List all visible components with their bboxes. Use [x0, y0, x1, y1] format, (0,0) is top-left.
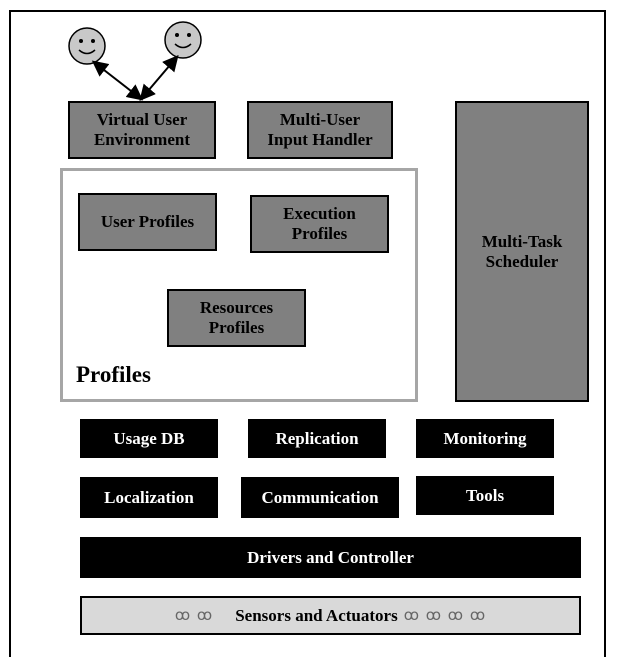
replication-box: Replication — [248, 419, 386, 458]
replication-label: Replication — [275, 428, 359, 448]
usage-db-box: Usage DB — [80, 419, 218, 458]
tools-label: Tools — [465, 485, 505, 505]
multi-user-input-handler-box: Multi-User Input Handler — [247, 101, 393, 159]
smiley-face-icon — [68, 27, 106, 65]
virtual-user-environment-label: Virtual User Environment — [93, 110, 191, 149]
monitoring-label: Monitoring — [443, 428, 527, 448]
communication-box: Communication — [241, 477, 399, 518]
resources-profiles-box: Resources Profiles — [167, 289, 306, 347]
diagram-frame — [9, 10, 606, 657]
localization-box: Localization — [80, 477, 218, 518]
tools-box: Tools — [416, 476, 554, 515]
user-profiles-label: User Profiles — [100, 212, 195, 232]
drivers-and-controller-box: Drivers and Controller — [80, 537, 581, 578]
multi-user-input-handler-label: Multi-User Input Handler — [267, 110, 373, 149]
multi-task-scheduler-box: Multi-Task Scheduler — [455, 101, 589, 402]
sensors-and-actuators-box: ꝏ ꝏ Sensors and Actuators ꝏ ꝏ ꝏ ꝏ — [80, 596, 581, 635]
execution-profiles-box: Execution Profiles — [250, 195, 389, 253]
communication-label: Communication — [261, 487, 379, 507]
drivers-and-controller-label: Drivers and Controller — [247, 547, 414, 567]
usage-db-label: Usage DB — [113, 428, 185, 448]
resources-profiles-label: Resources Profiles — [199, 298, 274, 337]
user-arrow — [91, 60, 144, 101]
localization-label: Localization — [104, 487, 194, 507]
user-arrow — [139, 54, 179, 102]
profiles-group-label: Profiles — [76, 362, 151, 387]
monitoring-box: Monitoring — [416, 419, 554, 458]
smiley-face-icon — [164, 21, 202, 59]
execution-profiles-label: Execution Profiles — [283, 204, 356, 243]
users-graphic — [68, 21, 202, 102]
sensors-and-actuators-label: Sensors and Actuators — [235, 605, 398, 625]
sensor-link-icon: ꝏ ꝏ — [174, 605, 214, 624]
user-profiles-box: User Profiles — [78, 193, 217, 251]
multi-task-scheduler-label: Multi-Task Scheduler — [481, 231, 563, 271]
sensor-link-icon: ꝏ ꝏ ꝏ ꝏ — [403, 605, 487, 624]
virtual-user-environment-box: Virtual User Environment — [68, 101, 216, 159]
